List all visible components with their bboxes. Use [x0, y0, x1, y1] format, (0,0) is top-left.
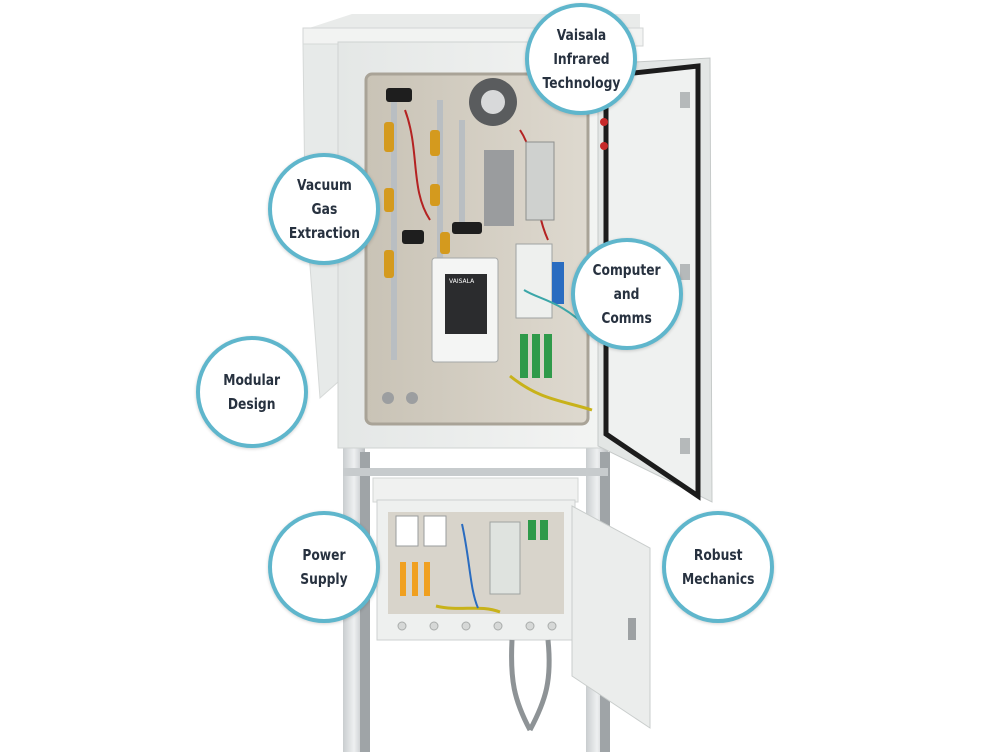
- callout-label: Vacuum Gas Extraction: [288, 176, 360, 242]
- lower-door: [571, 505, 651, 729]
- callout-vacuum-gas-extraction: Vacuum Gas Extraction: [268, 153, 380, 265]
- device-brand-label: VAISALA: [449, 278, 475, 285]
- callout-power-supply: Power Supply: [268, 511, 380, 623]
- callout-robust-mechanics: Robust Mechanics: [662, 511, 774, 623]
- callout-label: Vaisala Infrared Technology: [542, 26, 620, 92]
- callout-label: Computer and Comms: [592, 261, 662, 327]
- callout-vaisala-infrared-technology: Vaisala Infrared Technology: [525, 3, 637, 115]
- lower-cabinet: [372, 477, 579, 732]
- callout-label: Modular Design: [223, 371, 281, 413]
- callout-label: Robust Mechanics: [681, 546, 755, 588]
- callout-label: Power Supply: [300, 546, 348, 588]
- callout-modular-design: Modular Design: [196, 336, 308, 448]
- callout-computer-and-comms: Computer and Comms: [571, 238, 683, 350]
